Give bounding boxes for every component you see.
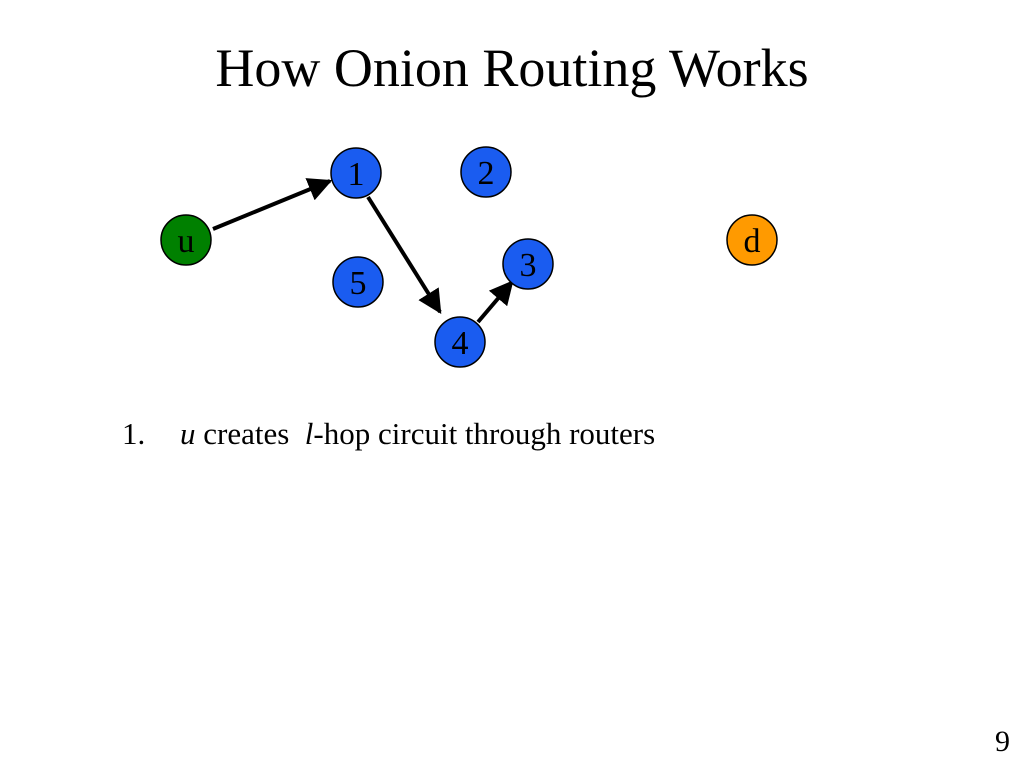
node-label: u <box>178 223 195 260</box>
step-variable: l <box>304 416 314 451</box>
node-label: 2 <box>478 155 495 192</box>
circuit-arrow-1-to-4 <box>366 195 442 315</box>
node-router-2: 2 <box>460 146 512 198</box>
node-destination-d: d <box>726 214 778 266</box>
circuit-arrow-u-to-1 <box>212 178 333 231</box>
step-subject: u <box>180 416 196 451</box>
step-number: 1. <box>122 416 146 451</box>
node-label: d <box>744 223 761 260</box>
node-label: 3 <box>520 247 537 284</box>
node-router-5: 5 <box>332 256 384 308</box>
node-label: 1 <box>348 156 365 193</box>
step-text: creates <box>195 416 305 451</box>
step-1: 1. u creates l-hop circuit through router… <box>122 414 655 454</box>
node-label: 4 <box>452 325 469 362</box>
node-router-3: 3 <box>502 238 554 290</box>
onion-routing-diagram: u 1 2 3 4 5 d <box>160 146 778 368</box>
page-number: 9 <box>995 725 1010 758</box>
node-user-u: u <box>160 214 212 266</box>
slide-title: How Onion Routing Works <box>215 38 809 98</box>
step-text: -hop circuit through routers <box>313 416 656 451</box>
circuit-arrow-4-to-3 <box>476 280 514 324</box>
node-label: 5 <box>350 265 367 302</box>
node-router-4: 4 <box>434 316 486 368</box>
node-router-1: 1 <box>330 147 382 199</box>
